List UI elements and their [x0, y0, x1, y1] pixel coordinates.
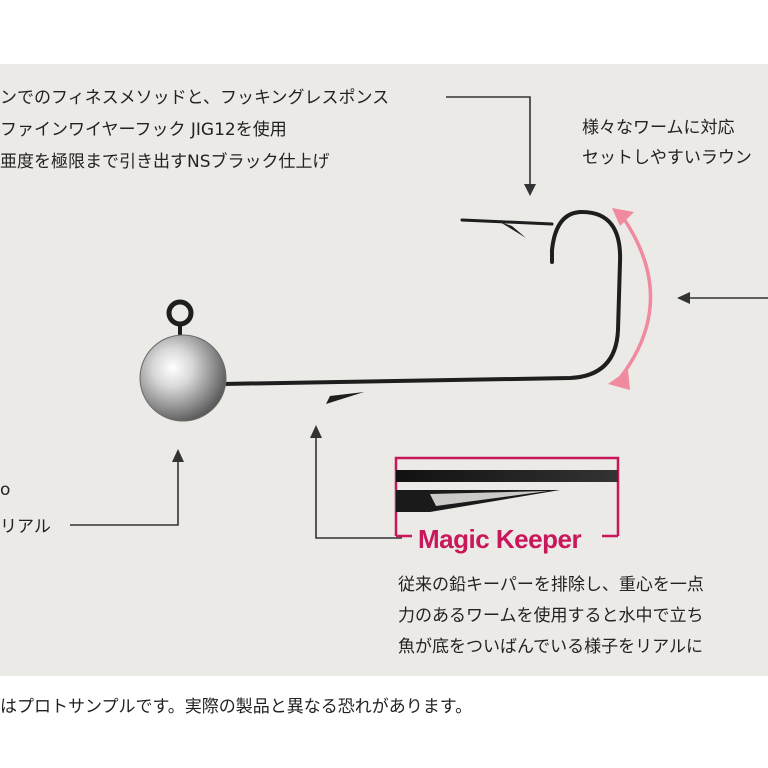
arrow-up-icon — [172, 449, 184, 462]
keeper-detail-shank — [396, 470, 618, 482]
bend-description-line-1: 様々なワームに対応 — [582, 118, 735, 138]
bend-description-line-2: セットしやすいラウン — [582, 148, 752, 168]
bend-arc — [618, 215, 653, 380]
callout-head — [70, 460, 179, 526]
ball-head — [139, 334, 227, 422]
keeper-description-line-1: 従来の鉛キーパーを排除し、重心を一点 — [398, 575, 704, 595]
hook-description-line-2: ファインワイヤーフック JIG12を使用 — [0, 120, 287, 140]
hook-description-line-3: 亜度を極限まで引き出すNSブラック仕上げ — [0, 152, 330, 172]
footer-disclaimer: はプロトサンプルです。実際の製品と異なる恐れがあります。 — [0, 697, 473, 717]
hook-barb — [500, 222, 526, 238]
arrow-down-icon — [524, 184, 536, 196]
hook-description-line-1: ンでのフィネスメソッドと、フッキングレスポンス — [0, 88, 390, 108]
head-description-line-1: o — [0, 480, 11, 500]
callout-keeper — [315, 436, 402, 539]
arrow-up-icon — [310, 425, 322, 438]
hook — [166, 209, 623, 386]
arc-arrow-bottom-icon — [608, 370, 630, 390]
keeper-barb — [326, 392, 364, 404]
callout-hook-top — [446, 96, 531, 188]
keeper-description-line-2: 力のあるワームを使用すると水中で立ち — [398, 606, 704, 626]
magic-keeper-label: Magic Keeper — [418, 524, 582, 554]
keeper-description-line-3: 魚が底をついばんでいる様子をリアルに — [398, 637, 703, 657]
arrow-left-icon — [677, 292, 690, 304]
arc-arrow-top-icon — [612, 208, 634, 226]
head-description-line-2: リアル — [0, 517, 51, 537]
background-panel — [0, 64, 768, 676]
